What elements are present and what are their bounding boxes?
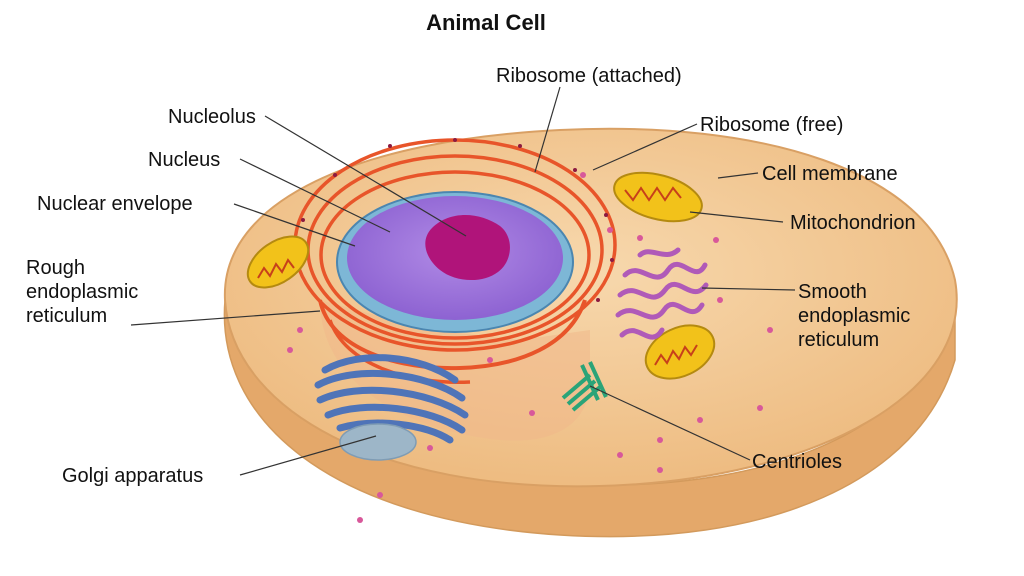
label-ribosome-free: Ribosome (free): [700, 113, 843, 137]
label-nuclear-envelope: Nuclear envelope: [37, 192, 193, 216]
label-nucleus: Nucleus: [148, 148, 220, 172]
label-centrioles: Centrioles: [752, 450, 842, 474]
diagram-title: Animal Cell: [0, 10, 972, 36]
label-rough-er: Rough endoplasmic reticulum: [26, 256, 138, 328]
golgi-vesicle: [340, 424, 416, 460]
label-cell-membrane: Cell membrane: [762, 162, 898, 186]
label-mitochondrion: Mitochondrion: [790, 211, 916, 235]
label-nucleolus: Nucleolus: [168, 105, 256, 129]
label-smooth-er: Smooth endoplasmic reticulum: [798, 280, 910, 352]
label-golgi-apparatus: Golgi apparatus: [62, 464, 203, 488]
label-ribosome-attached: Ribosome (attached): [496, 64, 682, 88]
